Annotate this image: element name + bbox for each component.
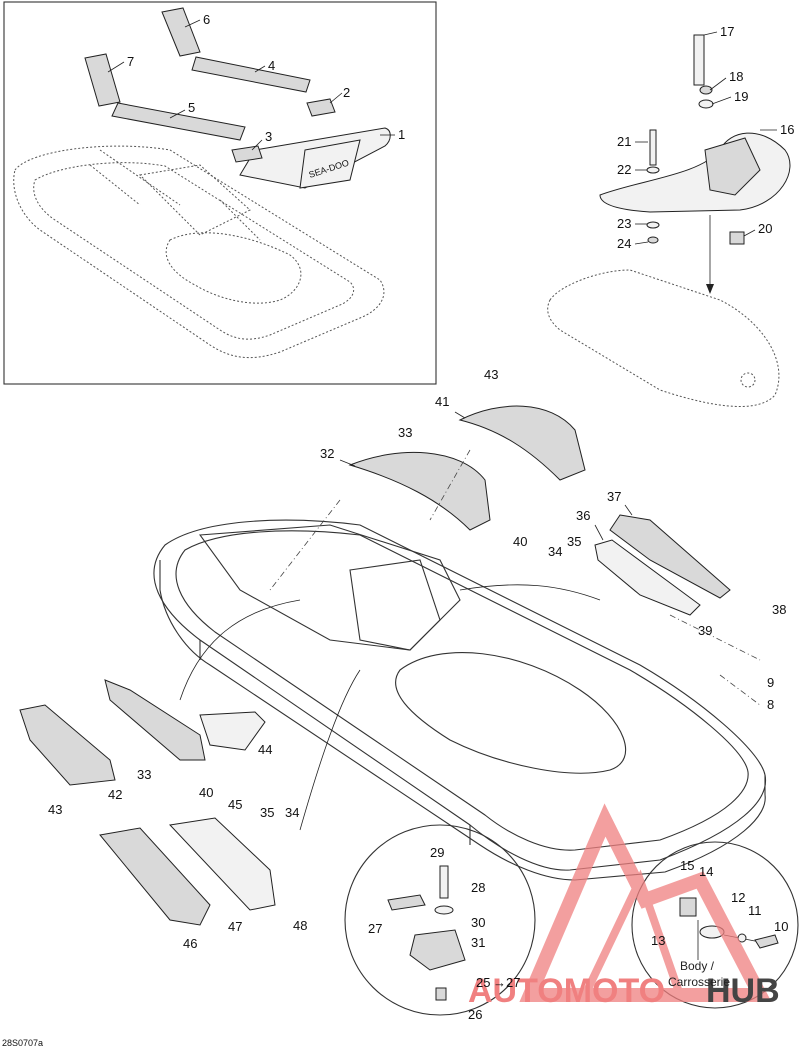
main-hull (153, 519, 767, 881)
callout-22: 22 (617, 162, 631, 177)
callout-8: 8 (767, 697, 774, 712)
bolt-17 (693, 34, 705, 86)
callout-4: 4 (268, 58, 275, 73)
callout-32: 32 (320, 446, 334, 461)
svg-text:→: → (493, 975, 506, 990)
bolt-21 (649, 129, 657, 166)
detail-left-parts (387, 865, 466, 1001)
callout-25-target: 27 (506, 975, 520, 990)
callout-3: 3 (265, 129, 272, 144)
watermark-text-hub: HUB (706, 972, 780, 1010)
callout-36: 36 (576, 508, 590, 523)
part-45 (168, 817, 276, 911)
watermark-logo (519, 803, 772, 1002)
callout-13: 13 (651, 933, 665, 948)
mat-3 (231, 145, 263, 163)
callout-43-left: 43 (48, 802, 62, 817)
callout-47: 47 (228, 919, 242, 934)
callout-37: 37 (607, 489, 621, 504)
callout-38: 38 (772, 602, 786, 617)
watermark-text-automoto: AUTOMOTO (468, 972, 665, 1010)
part-32 (348, 451, 491, 531)
callout-26: 26 (468, 1007, 482, 1022)
callout-27: 27 (368, 921, 382, 936)
callout-34-mid: 34 (548, 544, 562, 559)
callout-31: 31 (471, 935, 485, 950)
mat-7 (84, 53, 121, 107)
part-42 (19, 704, 116, 786)
callout-43-top: 43 (484, 367, 498, 382)
detail-caption-body: Body / (680, 959, 715, 973)
callout-40-left: 40 (199, 785, 213, 800)
callout-44: 44 (258, 742, 272, 757)
callout-16: 16 (780, 122, 794, 137)
part-33-panel (104, 679, 206, 761)
callout-7: 7 (127, 54, 134, 69)
callout-33-left: 33 (137, 767, 151, 782)
callout-17: 17 (720, 24, 734, 39)
callout-30: 30 (471, 915, 485, 930)
callout-15: 15 (680, 858, 694, 873)
diagram-code: 28S0707a (2, 1038, 43, 1048)
part-41 (458, 405, 586, 481)
mat-6 (161, 7, 201, 57)
part-46 (99, 827, 211, 926)
part-44 (199, 711, 266, 751)
callout-35-low: 35 (260, 805, 274, 820)
callout-46: 46 (183, 936, 197, 951)
callout-10: 10 (774, 919, 788, 934)
callout-14: 14 (699, 864, 713, 879)
callout-48: 48 (293, 918, 307, 933)
callout-29: 29 (430, 845, 444, 860)
detail-caption-carrosserie: Carrosserie (668, 975, 730, 989)
part-37 (609, 514, 731, 599)
callout-2: 2 (343, 85, 350, 100)
mat-4 (191, 56, 311, 93)
callout-39: 39 (698, 623, 712, 638)
leader-lines (179, 449, 761, 831)
callout-20: 20 (758, 221, 772, 236)
callout-21: 21 (617, 134, 631, 149)
callout-33-top: 33 (398, 425, 412, 440)
callout-25: 25 (476, 975, 490, 990)
inset-mats: SEA-DOO (84, 7, 391, 189)
part-36 (594, 539, 701, 616)
callout-6: 6 (203, 12, 210, 27)
deck-panels (348, 405, 731, 616)
callout-18: 18 (729, 69, 743, 84)
inset-frame (3, 1, 437, 385)
mat-5 (111, 102, 246, 141)
callout-9: 9 (767, 675, 774, 690)
callout-23: 23 (617, 216, 631, 231)
callout-12: 12 (731, 890, 745, 905)
side-panels (19, 679, 276, 926)
top-right-assembly (547, 34, 791, 407)
mat-2 (306, 98, 336, 117)
callout-28: 28 (471, 880, 485, 895)
detail-circle-left (344, 824, 536, 1016)
detail-circle-right (631, 841, 799, 1009)
callout-42: 42 (108, 787, 122, 802)
inset-hull-drawing (13, 145, 385, 359)
nut-20 (729, 231, 745, 245)
callout-41: 41 (435, 394, 449, 409)
callout-24: 24 (617, 236, 631, 251)
callout-40-top: 40 (513, 534, 527, 549)
callout-5: 5 (188, 100, 195, 115)
callout-leaders (107, 19, 777, 541)
callout-45: 45 (228, 797, 242, 812)
callouts: 1 2 3 4 5 6 7 8 9 10 11 12 13 14 15 16 1… (48, 12, 794, 1022)
callout-34-low: 34 (285, 805, 299, 820)
detail-right-parts (679, 897, 779, 960)
callout-19: 19 (734, 89, 748, 104)
callout-1: 1 (398, 127, 405, 142)
callout-35-mid: 35 (567, 534, 581, 549)
callout-11: 11 (748, 903, 762, 918)
